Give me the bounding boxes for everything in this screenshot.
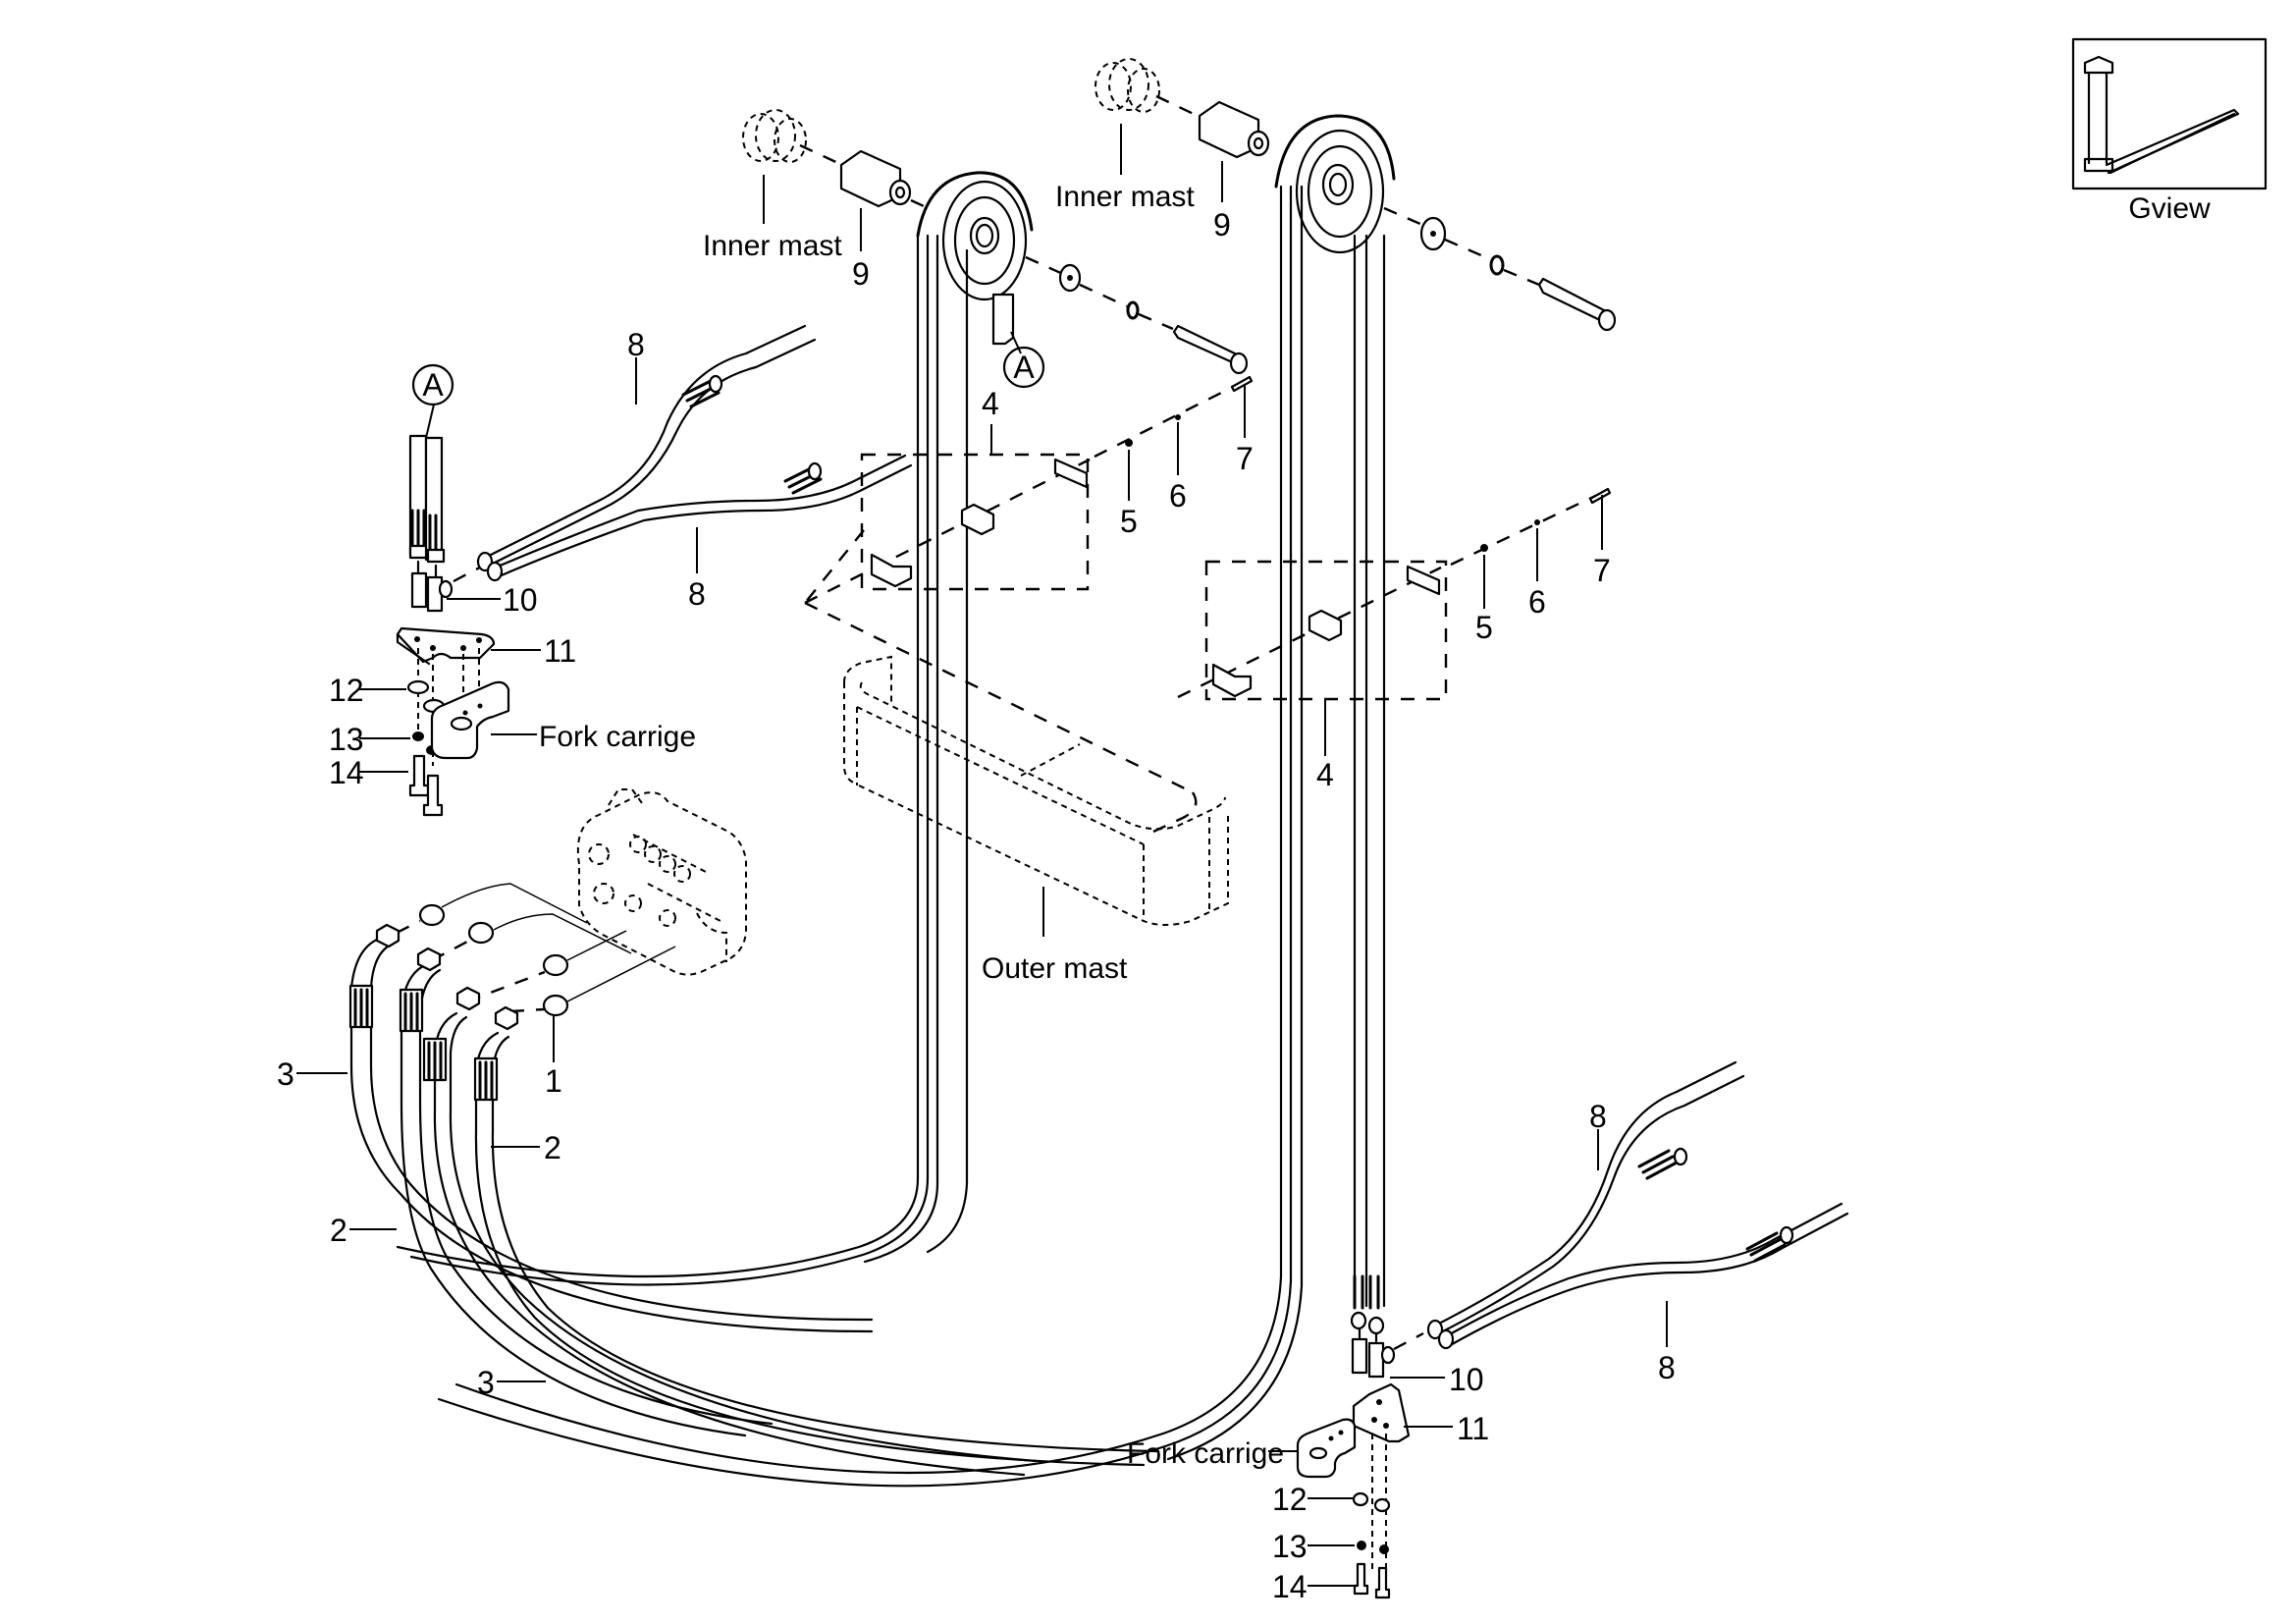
hose-8-right-pair — [1426, 1060, 1849, 1350]
part-number-2-left: 2 — [330, 1213, 347, 1248]
part-number-14-right: 14 — [1272, 1569, 1308, 1604]
washer-12-right — [1352, 1491, 1369, 1507]
part-number-12-right: 12 — [1272, 1482, 1308, 1517]
bracket-11-right — [1352, 1382, 1411, 1583]
part-number-13-right: 13 — [1272, 1529, 1308, 1564]
fastener-5-left — [1125, 439, 1133, 447]
right-sheave-assembly — [1095, 58, 1617, 332]
part-number-6-left: 6 — [1169, 478, 1187, 514]
part-number-6-right: 6 — [1528, 584, 1546, 620]
fastener-5-right — [1480, 544, 1488, 552]
inner-mast-stub-right — [1095, 58, 1160, 113]
part-number-8-left-bottom: 8 — [688, 576, 706, 612]
callout-outer-mast: Outer mast — [982, 952, 1128, 985]
callout-inner-mast-left: Inner mast — [703, 230, 842, 262]
gview-inset: Gview — [2071, 37, 2268, 225]
clamp-block-left-b — [870, 553, 913, 588]
fork-carriage-block-right — [1296, 1418, 1357, 1479]
nut-13-right — [1357, 1541, 1366, 1550]
pin-7-right — [1588, 487, 1612, 505]
callout-fork-carriage-right: Fork carrige — [1127, 1437, 1284, 1470]
lift-hose-right-mast — [437, 185, 1386, 1488]
clamp-block-right-b — [1211, 663, 1253, 698]
hose-clamp-group-right — [1177, 487, 1612, 701]
inner-mast-stub-left — [742, 109, 807, 163]
part-number-4-right: 4 — [1316, 757, 1334, 792]
adapter-fittings-1 — [418, 903, 569, 1017]
nut-13-left — [412, 731, 424, 741]
part-number-9-left: 9 — [852, 256, 870, 292]
part-number-8-right-top: 8 — [1589, 1099, 1607, 1134]
gview-frame — [2071, 37, 2268, 190]
part-number-5-right: 5 — [1475, 610, 1493, 645]
lift-hose-left-mast — [396, 234, 969, 1286]
clamp-plate-right — [1406, 565, 1441, 596]
hoses-2-3 — [348, 923, 1158, 1477]
callout-inner-mast-right: Inner mast — [1055, 181, 1195, 213]
part-number-7-right: 7 — [1593, 553, 1611, 588]
spacer-sleeve-right — [1198, 100, 1270, 159]
fastener-6-right — [1534, 519, 1540, 525]
clamp-block-left-a — [960, 503, 995, 536]
detail-a-label-top: A — [1013, 350, 1035, 385]
left-sheave-assembly — [742, 109, 1249, 375]
part-number-10-right: 10 — [1449, 1362, 1484, 1397]
spacer-sleeve-left — [839, 149, 912, 208]
part-number-8-left-top: 8 — [627, 327, 645, 362]
clamp-block-right-a — [1308, 609, 1343, 642]
nut-right — [1489, 254, 1505, 276]
part-number-2-right: 2 — [544, 1130, 561, 1165]
part-number-4-left: 4 — [982, 386, 999, 421]
tee-fitting-left — [410, 560, 454, 613]
callout-fork-carriage-left: Fork carrige — [539, 721, 696, 753]
detail-a-label-left: A — [422, 367, 444, 403]
part-number-11-right: 11 — [1457, 1411, 1489, 1446]
bolt-left — [1172, 324, 1241, 367]
detail-a-marker-top — [1002, 346, 1045, 389]
fork-carriage-block-left — [430, 680, 510, 760]
control-valve — [577, 788, 747, 976]
part-number-7-left: 7 — [1236, 441, 1254, 476]
part-number-13-left: 13 — [329, 722, 364, 757]
gview-caption: Gview — [2128, 192, 2211, 225]
outer-mast-crossmember — [804, 601, 1229, 926]
sheave-right — [1274, 114, 1396, 254]
part-number-12-left: 12 — [329, 673, 364, 708]
part-number-5-left: 5 — [1120, 504, 1138, 539]
part-number-9-right: 9 — [1213, 207, 1231, 243]
part-number-1: 1 — [545, 1063, 562, 1099]
sheave-left — [916, 171, 1034, 346]
part-number-10-left: 10 — [503, 582, 538, 618]
bolt-right — [1537, 277, 1606, 324]
bolt-14-right — [1353, 1562, 1369, 1596]
clamp-plate-left — [1053, 458, 1089, 489]
hose-clamp-group-left — [804, 375, 1254, 605]
washer-12-left — [406, 679, 430, 695]
fastener-6-left — [1175, 414, 1181, 420]
part-number-3-bottom: 3 — [477, 1365, 495, 1400]
hose-stub-detail-a — [408, 434, 446, 564]
part-number-3-top: 3 — [277, 1056, 294, 1092]
hose-8-left-pair — [476, 324, 913, 582]
fork-icon — [2083, 55, 2240, 175]
part-number-14-left: 14 — [329, 755, 364, 790]
part-number-11-left: 11 — [544, 633, 576, 669]
nut-left — [1126, 300, 1140, 320]
part-number-8-right-bottom: 8 — [1658, 1350, 1676, 1385]
bolt-14-left — [408, 754, 430, 797]
pin-7-left — [1230, 375, 1254, 393]
tee-fitting-right — [1350, 1311, 1396, 1379]
